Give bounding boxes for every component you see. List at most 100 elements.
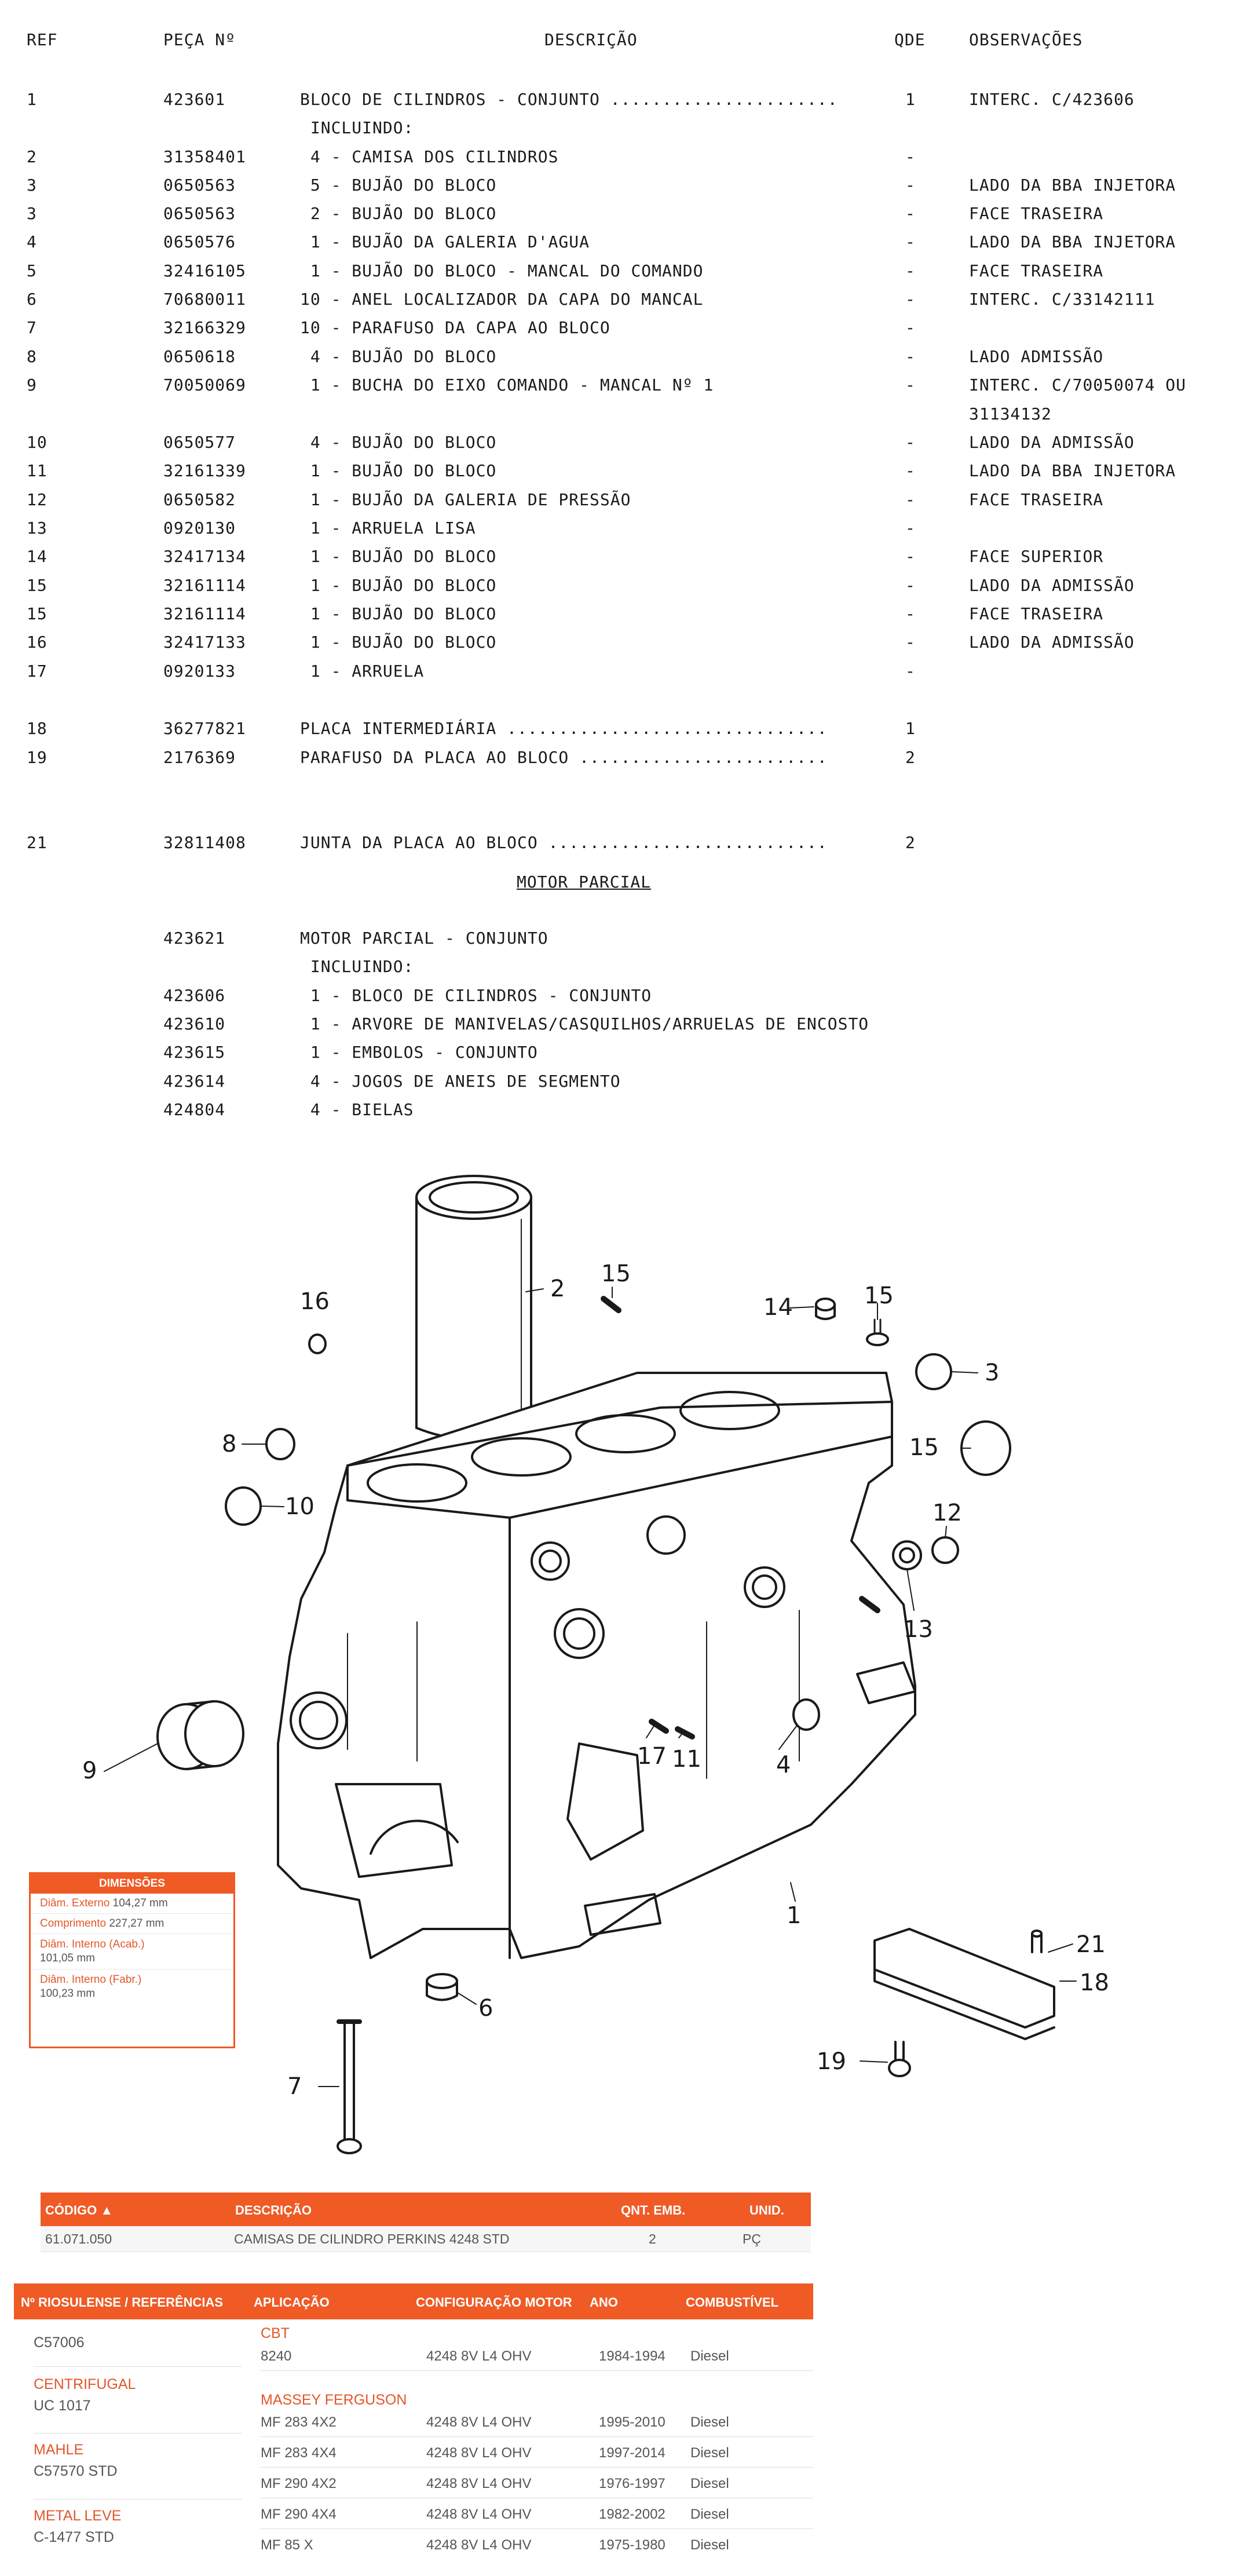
callout-6: 6 xyxy=(478,1995,493,2022)
cell-combustivel: Diesel xyxy=(690,2414,729,2430)
callout-15-top: 15 xyxy=(601,1260,631,1287)
part-number: 70050069 xyxy=(163,375,246,394)
part-ref: 21 xyxy=(27,833,47,852)
part-description: PLACA INTERMEDIÁRIA ....................… xyxy=(300,719,828,738)
part-quantity: 2 xyxy=(905,833,916,852)
dimension-label: Diâm. Externo xyxy=(40,1897,110,1909)
part-ref: 7 xyxy=(27,318,37,337)
divider xyxy=(34,2433,242,2434)
part-quantity: - xyxy=(905,176,916,195)
application-brand: CBT xyxy=(261,2325,290,2341)
table-row[interactable]: 61.071.050 CAMISAS DE CILINDRO PERKINS 4… xyxy=(41,2226,811,2252)
part-ref: 4 xyxy=(27,232,37,251)
part-description: 1 - BUJÃO DO BLOCO xyxy=(300,633,497,652)
part-quantity: - xyxy=(905,490,916,509)
column-configuracao[interactable]: CONFIGURAÇÃO MOTOR xyxy=(416,2295,572,2310)
part-number: 32161114 xyxy=(163,604,246,623)
part-ref: 17 xyxy=(27,662,47,681)
part-observation: INTERC. C/70050074 OU xyxy=(969,375,1187,394)
part-number: 0650563 xyxy=(163,176,236,195)
exploded-drawing: 2 15 14 15 16 3 15 8 10 12 13 9 4 17 11 … xyxy=(0,1135,1247,2190)
table-row[interactable]: MF 85 X 4248 8V L4 OHV 1975-1980 Diesel xyxy=(261,2530,813,2559)
motor-part-description: 1 - ARVORE DE MANIVELAS/CASQUILHOS/ARRUE… xyxy=(300,1014,869,1033)
motor-part-number: 423615 xyxy=(163,1043,226,1062)
dimension-row: Diâm. Interno (Acab.) 101,05 mm xyxy=(31,1934,233,1970)
part-quantity: - xyxy=(905,433,916,452)
dimension-value: 104,27 mm xyxy=(112,1897,168,1909)
table-row[interactable]: MF 290 4X4 4248 8V L4 OHV 1982-2002 Dies… xyxy=(261,2500,813,2529)
callout-18: 18 xyxy=(1080,1970,1109,1996)
part-observation: FACE SUPERIOR xyxy=(969,547,1104,566)
part-number: 0650618 xyxy=(163,347,236,366)
column-ano[interactable]: ANO xyxy=(590,2295,618,2310)
callout-14: 14 xyxy=(763,1294,793,1321)
reference-item: MAHLE C57570 STD xyxy=(34,2442,242,2480)
column-qnt-emb[interactable]: QNT. EMB. xyxy=(621,2203,686,2217)
part-observation: LADO DA BBA INJETORA xyxy=(969,461,1176,480)
cell-config: 4248 8V L4 OHV xyxy=(426,2476,532,2491)
part-observation: FACE TRASEIRA xyxy=(969,490,1104,509)
column-codigo[interactable]: CÓDIGO ▲ xyxy=(45,2203,114,2217)
dimension-label: Diâm. Interno (Fabr.) xyxy=(40,1974,142,1986)
divider xyxy=(34,2366,242,2367)
column-aplicacao[interactable]: APLICAÇÃO xyxy=(254,2295,330,2310)
column-descricao[interactable]: DESCRIÇÃO xyxy=(235,2203,312,2217)
part-ref: 12 xyxy=(27,490,47,509)
part-ref: 15 xyxy=(27,576,47,595)
dimension-value: 101,05 mm xyxy=(40,1952,96,1964)
callout-13: 13 xyxy=(904,1616,933,1643)
cell-unid: PÇ xyxy=(743,2231,761,2246)
callout-19: 19 xyxy=(817,2048,846,2075)
reference-code: C57570 STD xyxy=(34,2463,118,2479)
part-description: 1 - BUJÃO DO BLOCO xyxy=(300,461,497,480)
part-observation: FACE TRASEIRA xyxy=(969,604,1104,623)
part-quantity: 2 xyxy=(905,748,916,767)
motor-part-number: 424804 xyxy=(163,1100,226,1119)
cell-combustivel: Diesel xyxy=(690,2445,729,2461)
part-ref: 13 xyxy=(27,518,47,538)
table-row[interactable]: MF 290 4X2 4248 8V L4 OHV 1976-1997 Dies… xyxy=(261,2469,813,2498)
motor-part-number: 423614 xyxy=(163,1072,226,1091)
part-observation: 31134132 xyxy=(969,404,1052,423)
motor-part-description: 1 - BLOCO DE CILINDROS - CONJUNTO xyxy=(300,986,652,1005)
table-row[interactable]: MF 283 4X2 4248 8V L4 OHV 1995-2010 Dies… xyxy=(261,2407,813,2437)
part-observation: LADO DA BBA INJETORA xyxy=(969,176,1176,195)
part-ref: 8 xyxy=(27,347,37,366)
reference-item: CENTRIFUGAL UC 1017 xyxy=(34,2376,242,2414)
part-observation: LADO DA ADMISSÃO xyxy=(969,433,1135,452)
part-observation: INTERC. C/423606 xyxy=(969,90,1135,109)
part-ref: 16 xyxy=(27,633,47,652)
dimension-row: Diâm. Externo 104,27 mm xyxy=(31,1894,233,1914)
dimension-row: Diâm. Interno (Fabr.) 100,23 mm xyxy=(31,1970,233,2004)
part-number: 0650576 xyxy=(163,232,236,251)
part-number: 70680011 xyxy=(163,290,246,309)
table-row[interactable]: MF 283 4X4 4248 8V L4 OHV 1997-2014 Dies… xyxy=(261,2438,813,2468)
part-number: 423601 xyxy=(163,90,226,109)
column-referencias[interactable]: Nº RIOSULENSE / REFERÊNCIAS xyxy=(21,2295,224,2310)
table-row[interactable]: 8240 4248 8V L4 OHV 1984-1994 Diesel xyxy=(261,2341,813,2371)
part-quantity: - xyxy=(905,261,916,280)
part-observation: LADO DA ADMISSÃO xyxy=(969,633,1135,652)
part-quantity: - xyxy=(905,633,916,652)
part-ref: 6 xyxy=(27,290,37,309)
part-description: 1 - BUJÃO DO BLOCO - MANCAL DO COMANDO xyxy=(300,261,704,280)
part-ref: 18 xyxy=(27,719,47,738)
part-description: 1 - BUCHA DO EIXO COMANDO - MANCAL Nº 1 xyxy=(300,375,714,394)
part-ref: 3 xyxy=(27,176,37,195)
column-unid[interactable]: UNID. xyxy=(749,2203,784,2217)
motor-part-number: 423610 xyxy=(163,1014,226,1033)
part-quantity: - xyxy=(905,204,916,223)
cell-config: 4248 8V L4 OHV xyxy=(426,2445,532,2461)
cell-combustivel: Diesel xyxy=(690,2537,729,2553)
engine-block-body xyxy=(277,1372,916,1959)
cell-config: 4248 8V L4 OHV xyxy=(426,2537,532,2553)
callout-9: 9 xyxy=(82,1757,97,1784)
motor-part-description: 1 - EMBOLOS - CONJUNTO xyxy=(300,1043,538,1062)
part-number: 0650577 xyxy=(163,433,236,452)
part-description: BLOCO DE CILINDROS - CONJUNTO ..........… xyxy=(300,90,838,109)
column-combustivel[interactable]: COMBUSTÍVEL xyxy=(686,2295,779,2310)
part-description: 1 - ARRUELA xyxy=(300,662,425,681)
part-description: 10 - PARAFUSO DA CAPA AO BLOCO xyxy=(300,318,610,337)
part-description: 1 - BUJÃO DO BLOCO xyxy=(300,576,497,595)
